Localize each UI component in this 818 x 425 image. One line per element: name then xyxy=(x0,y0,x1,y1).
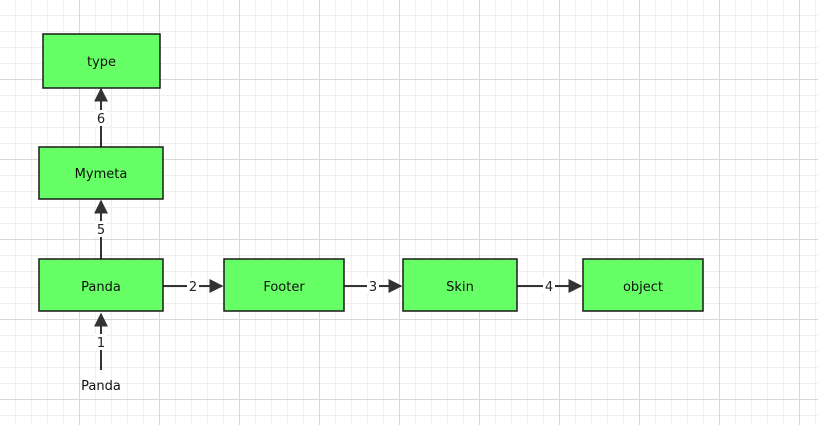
edge-4: 4 xyxy=(517,278,583,295)
edge-label-4: 4 xyxy=(545,280,553,295)
edge-label-3: 3 xyxy=(369,280,377,295)
edge-label-2: 2 xyxy=(189,280,197,295)
edge-1: 1 xyxy=(94,312,108,370)
edge-label-6: 6 xyxy=(97,112,105,127)
edge-3: 3 xyxy=(344,278,403,295)
node-skin[interactable]: Skin xyxy=(402,258,518,312)
edge-label-1: 1 xyxy=(97,336,105,351)
node-footer[interactable]: Footer xyxy=(223,258,345,312)
edge-6: 6 xyxy=(94,87,108,147)
node-footer-label: Footer xyxy=(263,280,305,295)
node-mymeta-label: Mymeta xyxy=(75,167,128,182)
source-label-panda: Panda xyxy=(81,379,121,394)
node-type-label: type xyxy=(87,55,116,70)
node-type[interactable]: type xyxy=(42,33,161,89)
node-mymeta[interactable]: Mymeta xyxy=(38,146,164,200)
node-skin-label: Skin xyxy=(446,280,474,295)
node-object-label: object xyxy=(623,280,663,295)
node-object[interactable]: object xyxy=(582,258,704,312)
node-panda-label: Panda xyxy=(81,280,121,295)
edge-label-5: 5 xyxy=(97,223,105,238)
edge-5: 5 xyxy=(94,199,108,259)
edge-2: 2 xyxy=(163,278,224,295)
node-panda[interactable]: Panda xyxy=(38,258,164,312)
